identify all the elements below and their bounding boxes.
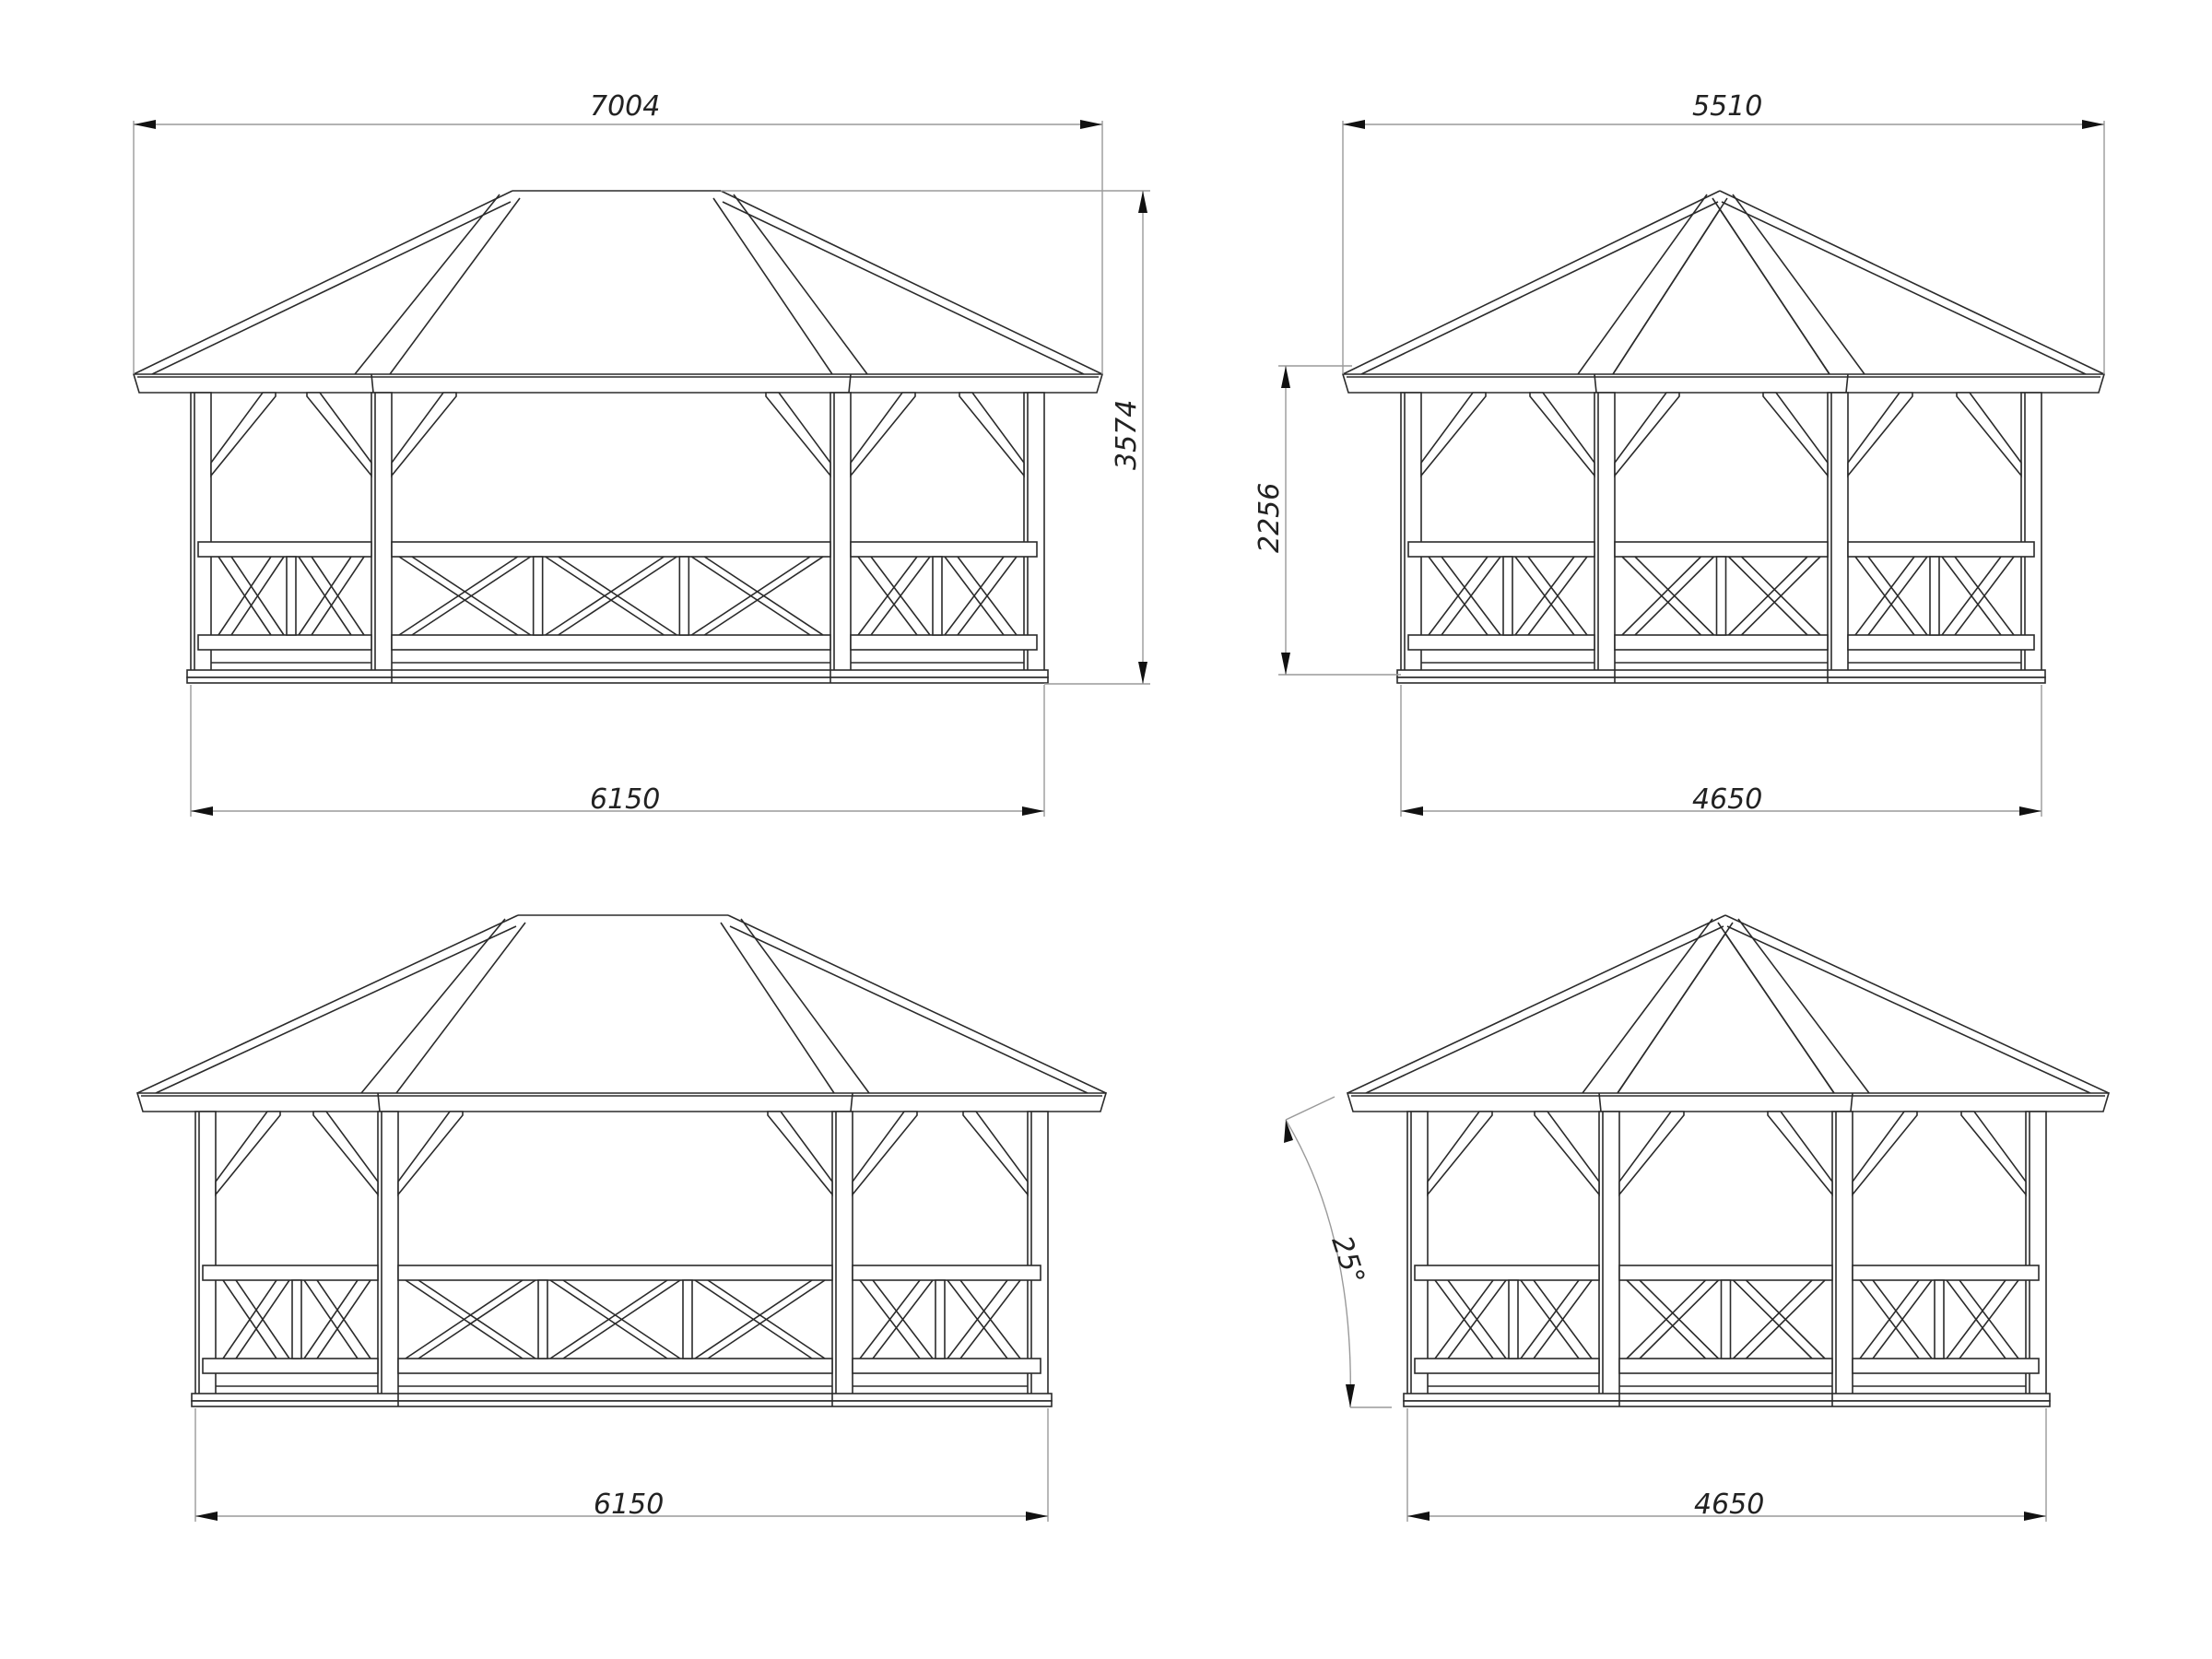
dimensions xyxy=(1278,120,2105,817)
floor-base xyxy=(186,669,1049,684)
knee-braces xyxy=(1420,392,2022,478)
elevation-view-side-bottom xyxy=(1284,914,2111,1522)
posts xyxy=(194,1111,1049,1396)
railing xyxy=(1407,541,2035,664)
dim-label-base-width-front: 6150 xyxy=(590,783,660,816)
floor-base xyxy=(1396,669,2046,684)
roof xyxy=(1341,190,2106,394)
dim-label-height-side: 2256 xyxy=(1253,483,1286,553)
dim-label-overall-width-front: 7004 xyxy=(590,90,660,123)
dim-label-overall-width-side: 5510 xyxy=(1692,90,1762,123)
floor-base xyxy=(1403,1393,2051,1407)
roof xyxy=(135,914,1108,1112)
posts xyxy=(190,392,1045,673)
dimensions xyxy=(1284,1096,2047,1522)
posts xyxy=(1400,392,2042,673)
railing xyxy=(197,541,1038,664)
knee-braces xyxy=(210,392,1025,478)
dim-label-roof-angle: 25° xyxy=(1324,1232,1371,1288)
railing xyxy=(202,1265,1041,1387)
dim-label-base-width-front-bottom: 6150 xyxy=(594,1488,664,1521)
elevation-view-side-top xyxy=(1278,120,2106,817)
views-layer xyxy=(132,120,2111,1522)
roof xyxy=(1346,914,2111,1112)
knee-braces xyxy=(215,1111,1029,1197)
dim-label-base-width-side: 4650 xyxy=(1692,783,1762,816)
dim-label-height-front: 3574 xyxy=(1111,400,1143,470)
railing xyxy=(1414,1265,2040,1387)
posts xyxy=(1406,1111,2047,1396)
knee-braces xyxy=(1427,1111,2027,1197)
dimensions xyxy=(133,120,1150,817)
elevation-view-front-top xyxy=(132,120,1150,817)
dim-label-base-width-side-bottom: 4650 xyxy=(1694,1488,1764,1521)
elevation-view-front-bottom xyxy=(135,914,1108,1522)
dimensions xyxy=(194,1408,1049,1522)
floor-base xyxy=(191,1393,1053,1407)
roof xyxy=(132,190,1104,394)
